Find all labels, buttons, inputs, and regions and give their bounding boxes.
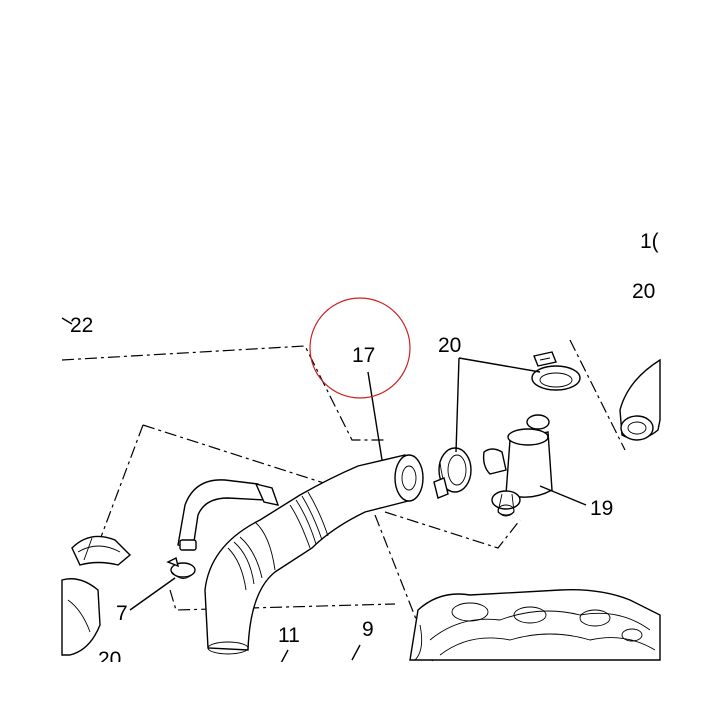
callout-11: 11 <box>278 624 300 647</box>
leader-lines <box>61 317 587 666</box>
callout-20-top: 20 <box>438 334 461 357</box>
clamp-20-centre <box>433 447 472 499</box>
callout-19: 19 <box>590 497 613 520</box>
callout-9: 9 <box>362 618 374 641</box>
hose-17 <box>204 454 424 655</box>
highlight-circle <box>309 297 411 399</box>
hose-right-end <box>619 358 661 441</box>
clamp-7 <box>166 556 196 579</box>
callout-22: 22 <box>70 314 93 337</box>
callout-17: 17 <box>352 344 375 367</box>
callout-10-partial: 1( <box>640 230 659 253</box>
engine-block <box>409 589 661 661</box>
valve-19 <box>482 414 553 517</box>
callout-20-right: 20 <box>632 280 655 303</box>
callout-7: 7 <box>116 602 128 625</box>
clamp-20-upper <box>531 351 581 391</box>
small-hose-11 <box>177 479 280 551</box>
clamp-20-left <box>61 535 132 656</box>
